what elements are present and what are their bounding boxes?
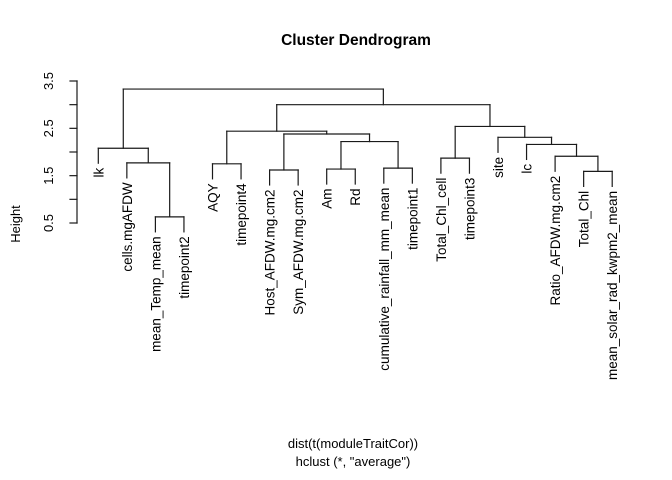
leaf-label: Total_Chl xyxy=(577,191,592,247)
y-axis-tick-label: 0.5 xyxy=(41,214,56,232)
leaf-label: timepoint2 xyxy=(177,236,192,298)
leaf-label: lk xyxy=(91,167,106,177)
leaf-label: Sym_AFDW.mg.cm2 xyxy=(291,189,306,314)
y-axis-tick-label: 3.5 xyxy=(41,72,56,90)
leaf-label: cumulative_rainfall_mm_mean xyxy=(377,188,392,371)
leaf-label: site xyxy=(491,157,506,178)
caption-distance-call: dist(t(moduleTraitCor)) xyxy=(287,436,419,451)
leaf-label: Host_AFDW.mg.cm2 xyxy=(263,189,278,315)
plot-title: Cluster Dendrogram xyxy=(281,32,431,49)
leaf-label: Rd xyxy=(348,189,363,206)
leaf-label: Total_Chl_cell xyxy=(434,178,449,262)
leaf-label: mean_Temp_mean xyxy=(148,236,163,352)
leaf-label: mean_solar_rad_kwpm2_mean xyxy=(605,191,620,380)
leaf-label: timepoint1 xyxy=(405,188,420,250)
leaf-label: Am xyxy=(320,189,335,209)
leaf-label: timepoint4 xyxy=(234,183,249,246)
leaf-label: Ratio_AFDW.mg.cm2 xyxy=(548,176,563,306)
leaf-label: timepoint3 xyxy=(462,178,477,240)
x-axis-caption: dist(t(moduleTraitCor)) hclust (*, "aver… xyxy=(77,435,629,471)
y-axis-tick-label: 2.5 xyxy=(41,119,56,137)
y-axis-tick-label: 1.5 xyxy=(41,167,56,185)
leaf-label: lc xyxy=(520,164,535,174)
leaf-label: cells.mgAFDW xyxy=(120,182,135,272)
caption-cluster-method: hclust (*, "average") xyxy=(295,454,411,469)
leaf-label: AQY xyxy=(206,183,221,212)
